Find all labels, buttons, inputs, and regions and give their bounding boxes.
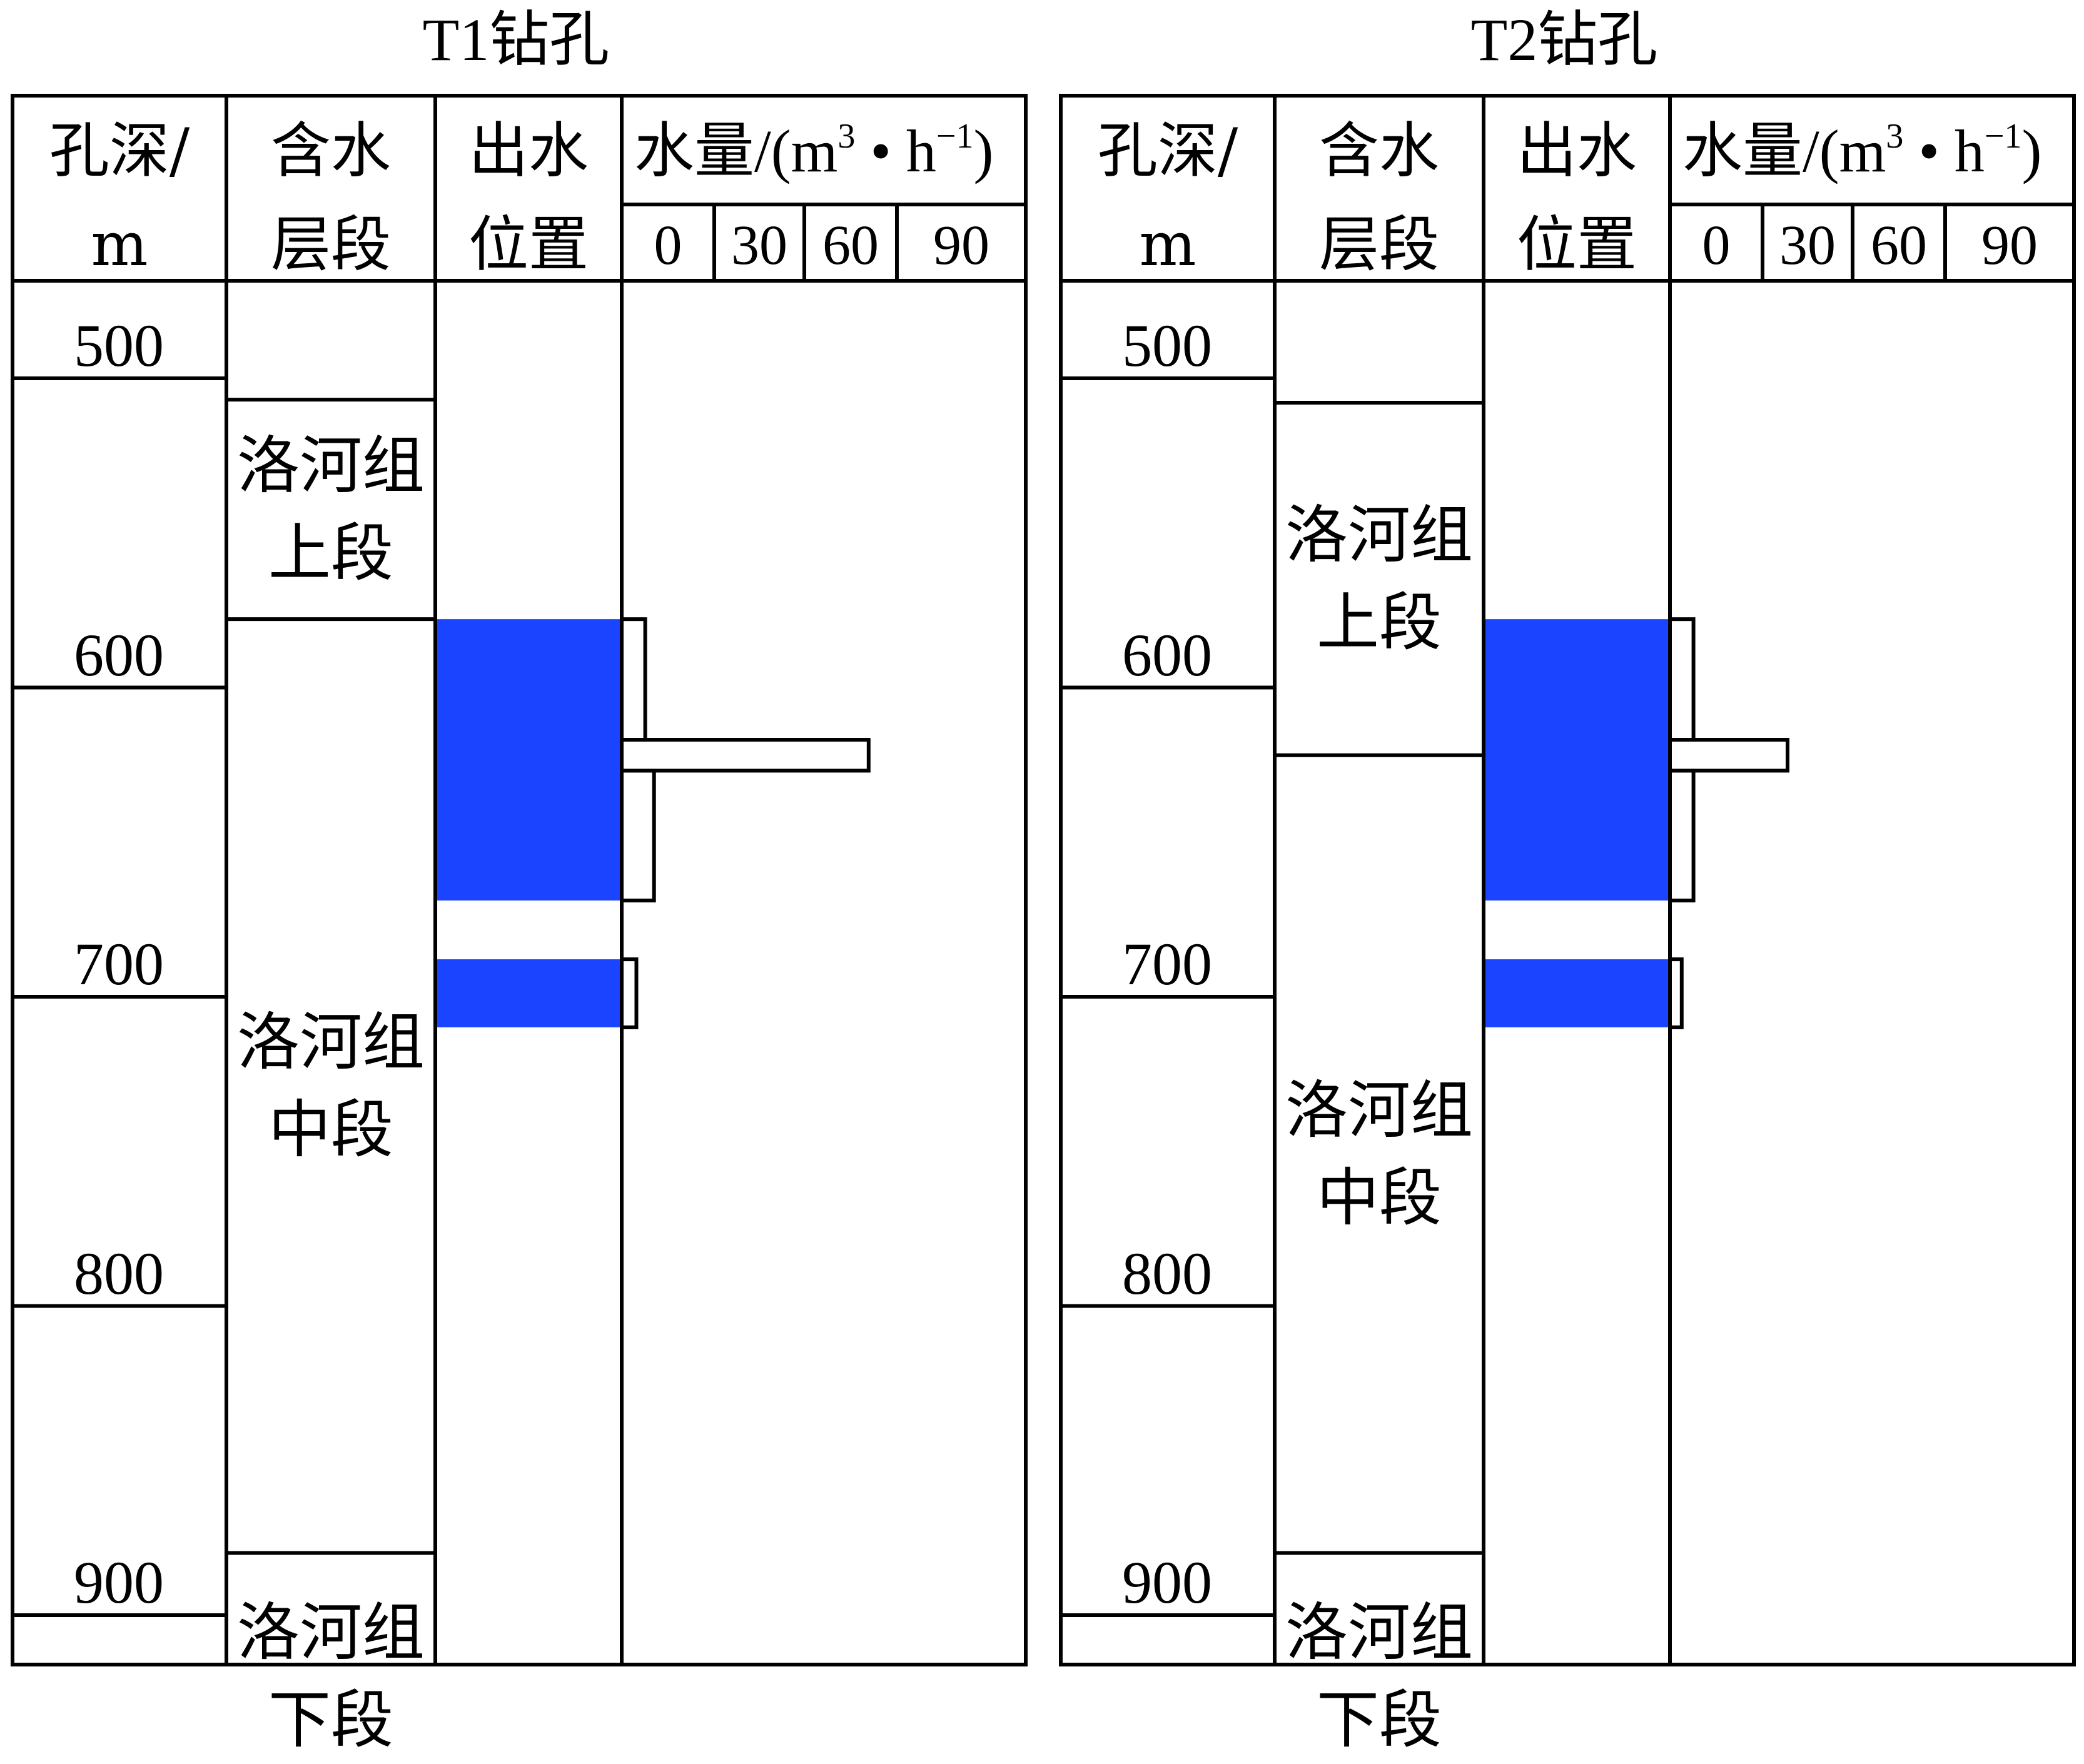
table-frame — [11, 94, 1028, 1666]
header-depth-line-1: 孔深/ — [1097, 116, 1238, 186]
depth-label-700: 700 — [1122, 930, 1212, 997]
water-yield-bar-2 — [620, 738, 871, 773]
header-outflow-line-1: 出水 — [1517, 116, 1637, 186]
water-yield-title-suffix: ) — [2021, 118, 2042, 184]
water-yield-bar-3 — [1668, 769, 1696, 903]
water-yield-bar-4 — [1668, 957, 1684, 1029]
water-yield-bar-4 — [620, 957, 639, 1029]
water-yield-title-sup1: 3 — [837, 117, 856, 156]
depth-label-900: 900 — [74, 1549, 164, 1616]
panel-title: T1钻孔 — [422, 6, 610, 73]
flow-tick-label-0: 0 — [1702, 214, 1731, 276]
aquifer-layer-3-line-1: 洛河组 — [1285, 1596, 1473, 1670]
header-outflow-line-1: 出水 — [468, 116, 589, 186]
header-depth-line-2: m — [1139, 209, 1196, 280]
flow-tick-label-0: 0 — [654, 214, 682, 276]
depth-label-800: 800 — [1122, 1239, 1212, 1307]
water-yield-title-prefix: 水量/(m — [1682, 118, 1886, 184]
header-depth-line-1: 孔深/ — [49, 116, 190, 186]
depth-label-800: 800 — [74, 1239, 164, 1307]
aquifer-layer-2-line-2: 中段 — [268, 1092, 393, 1166]
aquifer-layer-3-line-1: 洛河组 — [237, 1596, 425, 1670]
header-depth-line-2: m — [91, 209, 148, 280]
header-outflow-line-2: 位置 — [468, 209, 589, 280]
water-yield-title-mid: • h — [1903, 118, 1985, 184]
aquifer-layer-1-line-2: 上段 — [268, 516, 393, 590]
aquifer-layer-2-line-2: 中段 — [1317, 1161, 1442, 1234]
flow-tick-label-30: 30 — [1779, 214, 1836, 276]
borehole-panel-t2: T2钻孔 孔深/m 含水层段 出水位置水量/(m3 • h−1) 0 30 60 90 500… — [1048, 0, 2080, 1756]
borehole-log-chart — [1059, 94, 2076, 1666]
flow-tick-label-60: 60 — [1871, 214, 1927, 276]
header-outflow-line-2: 位置 — [1517, 209, 1637, 280]
table-frame — [1059, 94, 2076, 1666]
aquifer-layer-1-line-2: 上段 — [1317, 585, 1442, 659]
depth-label-600: 600 — [1122, 621, 1212, 688]
aquifer-layer-1-line-1: 洛河组 — [1285, 498, 1473, 572]
aquifer-layer-3-line-2: 下段 — [268, 1683, 393, 1757]
water-yield-bar-2 — [1668, 738, 1789, 773]
water-yield-bar-1 — [1668, 617, 1696, 742]
aquifer-layer-2-line-1: 洛河组 — [237, 1005, 425, 1079]
water-zone-2 — [1484, 959, 1670, 1027]
water-zone-2 — [435, 959, 622, 1027]
depth-label-700: 700 — [74, 930, 164, 997]
water-zone-1 — [1484, 619, 1670, 901]
depth-label-500: 500 — [1122, 312, 1212, 379]
flow-tick-label-60: 60 — [822, 214, 879, 276]
header-aquifer-line-1: 含水 — [271, 116, 391, 186]
flow-tick-label-90: 90 — [933, 214, 989, 276]
panel-title: T2钻孔 — [1470, 6, 1658, 73]
borehole-log-chart — [11, 94, 1028, 1666]
flow-tick-label-30: 30 — [731, 214, 787, 276]
flow-tick-label-90: 90 — [1981, 214, 2038, 276]
header-aquifer-line-2: 层段 — [1319, 209, 1439, 280]
borehole-panel-t1: T1钻孔 孔深/m 含水层段 出水位置水量/(m3 • h−1) 0 30 60 90 500… — [0, 0, 1032, 1756]
header-water-yield-title: 水量/(m3 • h−1) — [634, 114, 993, 189]
water-yield-title-sup2: −1 — [936, 117, 974, 156]
header-aquifer-line-1: 含水 — [1319, 116, 1439, 186]
water-yield-title-mid: • h — [855, 118, 936, 184]
water-zone-1 — [435, 619, 622, 901]
aquifer-layer-2-line-1: 洛河组 — [1285, 1073, 1473, 1147]
header-aquifer-line-2: 层段 — [271, 209, 391, 280]
depth-label-900: 900 — [1122, 1549, 1212, 1616]
aquifer-layer-3-line-2: 下段 — [1317, 1683, 1442, 1757]
depth-label-600: 600 — [74, 621, 164, 688]
aquifer-layer-1-line-1: 洛河组 — [237, 428, 425, 502]
water-yield-title-sup1: 3 — [1886, 117, 1904, 156]
water-yield-title-sup2: −1 — [1984, 117, 2022, 156]
header-water-yield-title: 水量/(m3 • h−1) — [1682, 114, 2041, 189]
water-yield-bar-3 — [620, 769, 656, 903]
water-yield-title-suffix: ) — [973, 118, 994, 184]
water-yield-bar-1 — [620, 617, 647, 742]
water-yield-title-prefix: 水量/(m — [634, 118, 838, 184]
depth-label-500: 500 — [74, 312, 164, 379]
